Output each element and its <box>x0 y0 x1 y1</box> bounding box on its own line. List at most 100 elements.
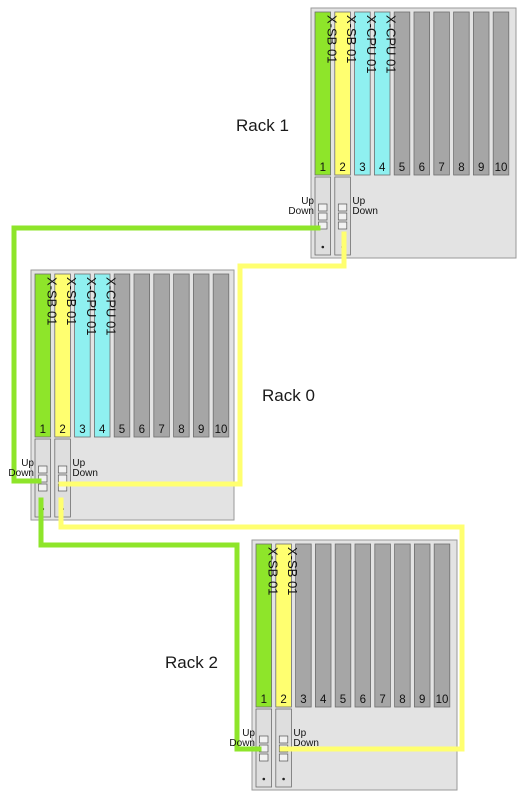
rack0-chassis <box>30 269 235 521</box>
slot-number: 3 <box>359 162 365 174</box>
slot-card <box>374 543 391 708</box>
slot-card <box>334 543 352 708</box>
slot-card <box>192 273 210 438</box>
slot-card <box>94 273 111 438</box>
port-down-label: Down <box>8 468 34 479</box>
port-up-label: Up <box>293 728 306 739</box>
slot-card <box>413 11 431 176</box>
slot-card <box>314 11 332 176</box>
cable-green-rack1-rack0 <box>11 225 321 484</box>
status-led-icon <box>262 777 266 781</box>
connector-icon <box>337 212 348 221</box>
slot-number: 6 <box>360 694 366 706</box>
connector-icon <box>38 465 48 474</box>
slot-card <box>492 11 510 176</box>
slot-card <box>394 543 411 708</box>
slot-card <box>393 11 411 176</box>
chassis-layer <box>30 7 517 791</box>
slot-card <box>153 273 170 438</box>
slot-card <box>34 273 52 438</box>
slot-number: 8 <box>458 162 464 174</box>
slot-number: 9 <box>198 424 204 436</box>
slot-card <box>472 11 490 176</box>
slot-card <box>74 273 91 438</box>
port-up-label: Up <box>72 458 85 469</box>
slot-number: 5 <box>119 424 125 436</box>
card-label: X-SB 01 <box>344 15 359 63</box>
connector-icon <box>337 203 348 212</box>
slot-card <box>275 543 292 708</box>
connector-icon <box>337 221 348 230</box>
slot-number: 8 <box>399 694 405 706</box>
slot-number: 2 <box>59 424 65 436</box>
slot-card <box>54 273 71 438</box>
port-up-label: Up <box>242 728 255 739</box>
slot-card <box>373 11 391 176</box>
slot-number: 8 <box>178 424 184 436</box>
port-down-label: Down <box>352 206 378 217</box>
slot-card <box>255 543 273 708</box>
rack-title: Rack 1 <box>236 116 289 135</box>
slot-card <box>133 273 151 438</box>
slot-card <box>113 273 131 438</box>
slot-card <box>173 273 190 438</box>
connector-icon <box>278 753 289 762</box>
cable-yellow-rack1-rack0 <box>58 231 347 487</box>
card-label: X-CPU 01 <box>384 15 399 74</box>
slot-card <box>212 273 230 438</box>
connector-icon <box>259 753 269 762</box>
connector-icon <box>57 474 68 483</box>
status-led-icon <box>321 245 325 249</box>
slot-number: 10 <box>495 162 508 174</box>
card-label: X-CPU 01 <box>104 277 119 336</box>
card-label: X-SB 01 <box>324 15 339 63</box>
slot-number: 10 <box>215 424 228 436</box>
port-down-label: Down <box>229 738 255 749</box>
slot-card <box>453 11 470 176</box>
slot-card <box>295 543 312 708</box>
slot-card <box>413 543 431 708</box>
port-down-label: Down <box>288 206 314 217</box>
rack-title: Rack 2 <box>165 653 218 672</box>
slot-number: 1 <box>320 162 326 174</box>
port-up-label: Up <box>21 458 34 469</box>
slot-card <box>433 11 450 176</box>
slot-number: 10 <box>436 694 449 706</box>
rack-title: Rack 0 <box>262 386 315 405</box>
slot-number: 5 <box>340 694 346 706</box>
slot-card <box>334 11 351 176</box>
port-up-label: Up <box>352 196 365 207</box>
connector-icon <box>278 735 289 744</box>
card-label: X-SB 01 <box>265 547 280 595</box>
card-label: X-CPU 01 <box>364 15 379 74</box>
rack2-chassis <box>251 539 458 791</box>
slot-number: 1 <box>261 694 267 706</box>
card-label: X-SB 01 <box>64 277 79 325</box>
connector-icon <box>318 212 328 221</box>
slot-card <box>433 543 451 708</box>
card-label: X-SB 01 <box>285 547 300 595</box>
port-up-label: Up <box>301 196 314 207</box>
slot-card <box>314 543 332 708</box>
slot-number: 4 <box>320 694 327 706</box>
slot-number: 2 <box>280 694 286 706</box>
rack1-chassis <box>310 7 517 259</box>
connector-icon <box>57 465 68 474</box>
slot-number: 6 <box>419 162 425 174</box>
slot-number: 3 <box>300 694 306 706</box>
slot-number: 9 <box>478 162 484 174</box>
connector-icon <box>259 735 269 744</box>
slot-card <box>354 11 371 176</box>
slot-number: 4 <box>379 162 386 174</box>
status-led-icon <box>282 777 285 781</box>
slot-number: 7 <box>379 694 385 706</box>
slot-number: 2 <box>339 162 345 174</box>
slot-number: 7 <box>438 162 444 174</box>
cable-green-rack0-rack2 <box>38 497 262 752</box>
card-label: X-CPU 01 <box>84 277 99 336</box>
connector-icon <box>318 203 328 212</box>
slot-number: 3 <box>79 424 85 436</box>
slot-number: 7 <box>158 424 164 436</box>
